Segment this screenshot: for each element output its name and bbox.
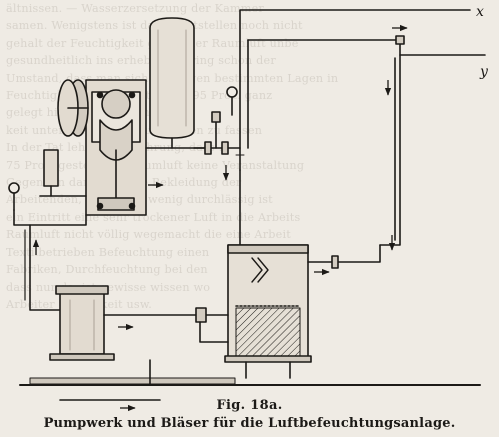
background-text-line: Fabriken, Durchfeuchtung bei den <box>6 263 208 277</box>
pipe-main-horizontal <box>145 147 241 171</box>
background-text-line: Raumluft nicht völlig wegemacht die eine… <box>6 228 291 242</box>
figure-caption: Pumpwerk und Bläser für die Luftbefeucht… <box>43 416 456 431</box>
pipe-return <box>29 224 63 311</box>
outlet-label-x: x <box>476 4 484 20</box>
air-cylinder <box>39 149 87 197</box>
background-text-line: 75 Proz. gesteigerte Raumluft keine Vera… <box>6 158 305 172</box>
storage-tank <box>149 17 195 149</box>
valve-1 <box>204 141 212 155</box>
figure-number: Fig. 18a. <box>216 398 283 413</box>
floor-base <box>29 377 236 385</box>
background-text-line: Textilbetrieben Befeuchtung einen <box>6 245 210 259</box>
pressure-gauge-left <box>8 182 20 211</box>
pipe-outlet-y <box>379 54 401 246</box>
pump-machine <box>85 79 147 216</box>
background-text-line: ein Eintritt eine sehr trockener Luft in… <box>6 210 301 224</box>
pressure-gauge-right <box>226 86 238 116</box>
pipe-humidifier-right <box>307 244 381 263</box>
flywheel <box>57 79 89 137</box>
pipe-left-loop <box>13 209 87 226</box>
background-text-line: ältnissen. — Wasserzersetzung der Kammer <box>6 2 264 15</box>
valve-2 <box>221 141 229 155</box>
pipe-outlet-x <box>239 9 471 149</box>
water-reservoir <box>49 285 115 361</box>
background-text-line: gesundheitlich ins erheblich gering scho… <box>6 54 276 68</box>
outlet-label-y: y <box>479 64 489 80</box>
humidifier-tank <box>224 244 312 379</box>
